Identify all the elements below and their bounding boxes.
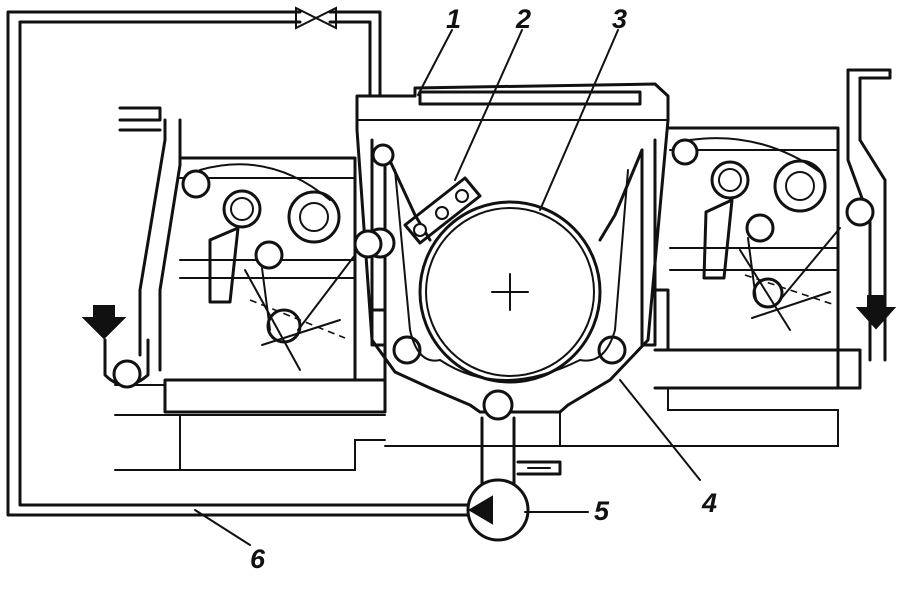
leader-lines: [194, 29, 701, 546]
arrow-down-icon: [855, 295, 897, 330]
outlet-pipe: [480, 389, 562, 487]
nozzle-bar: [403, 176, 482, 245]
left-unit: [81, 106, 387, 471]
label-2: 2: [515, 4, 531, 34]
right-unit: [384, 68, 897, 447]
label-1: 1: [446, 4, 461, 34]
pump: [466, 478, 530, 542]
arrow-down-icon: [81, 305, 127, 340]
label-6: 6: [250, 544, 266, 574]
pump-triangle-icon: [468, 495, 493, 525]
label-4: 4: [701, 488, 717, 518]
drum: [418, 200, 602, 384]
label-5: 5: [594, 496, 610, 526]
central-tank: [355, 82, 670, 414]
circulation-pipe: [6, 10, 472, 517]
valve-icon: [295, 6, 337, 30]
fabric-path: [394, 169, 629, 381]
label-3: 3: [612, 4, 627, 34]
